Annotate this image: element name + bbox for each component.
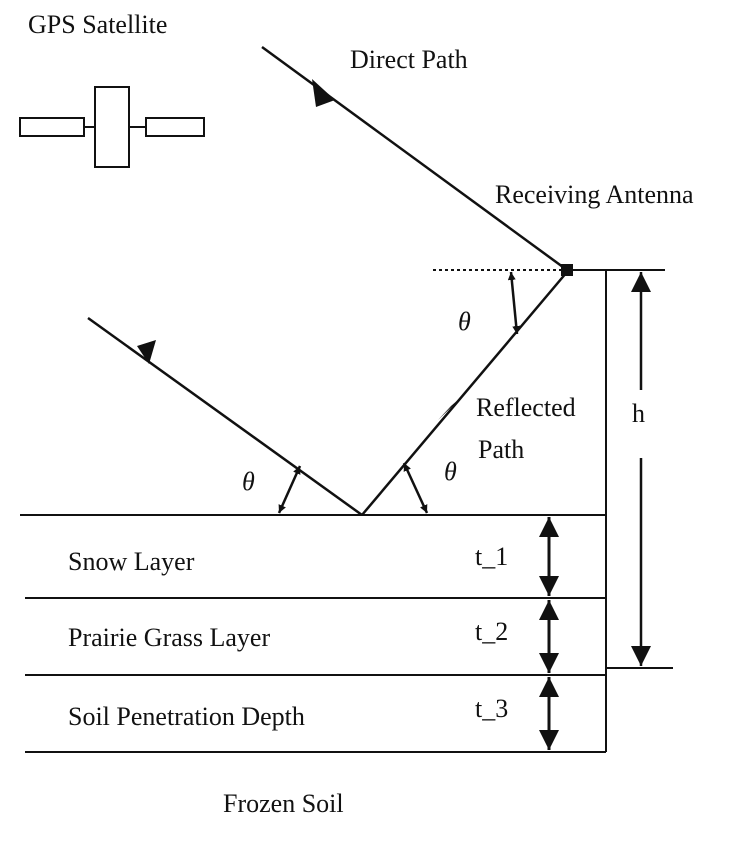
reflected-path-label-line2: Path (478, 435, 524, 464)
satellite-icon (19, 86, 205, 168)
incident-path-line (87, 316, 363, 517)
snow-layer-label: Snow Layer (68, 547, 195, 576)
incident-path-arrow (137, 340, 156, 364)
theta-label-antenna: θ (458, 307, 471, 336)
antenna-icon (561, 264, 573, 276)
t3-label: t_3 (475, 694, 508, 723)
direct-path-label: Direct Path (350, 45, 468, 74)
gps-satellite-label: GPS Satellite (28, 10, 167, 39)
t1-label: t_1 (475, 542, 508, 571)
theta-label-reflected: θ (444, 457, 457, 486)
reflected-path-arrow (438, 392, 467, 420)
receiving-antenna-label: Receiving Antenna (495, 180, 694, 209)
theta-arrow-incident (277, 465, 302, 514)
soil-penetration-depth-label: Soil Penetration Depth (68, 702, 305, 731)
reflected-path-label-line1: Reflected (476, 393, 576, 422)
t2-label: t_2 (475, 617, 508, 646)
frozen-soil-label: Frozen Soil (223, 789, 344, 818)
theta-arrow-antenna (507, 271, 521, 335)
theta-label-incident: θ (242, 467, 255, 496)
reflected-path-line (361, 271, 568, 516)
direct-path-arrow (312, 79, 335, 107)
prairie-grass-layer-label: Prairie Grass Layer (68, 623, 270, 652)
direct-path-line (261, 45, 568, 272)
height-label: h (632, 399, 645, 428)
theta-arrow-reflected (402, 462, 429, 514)
